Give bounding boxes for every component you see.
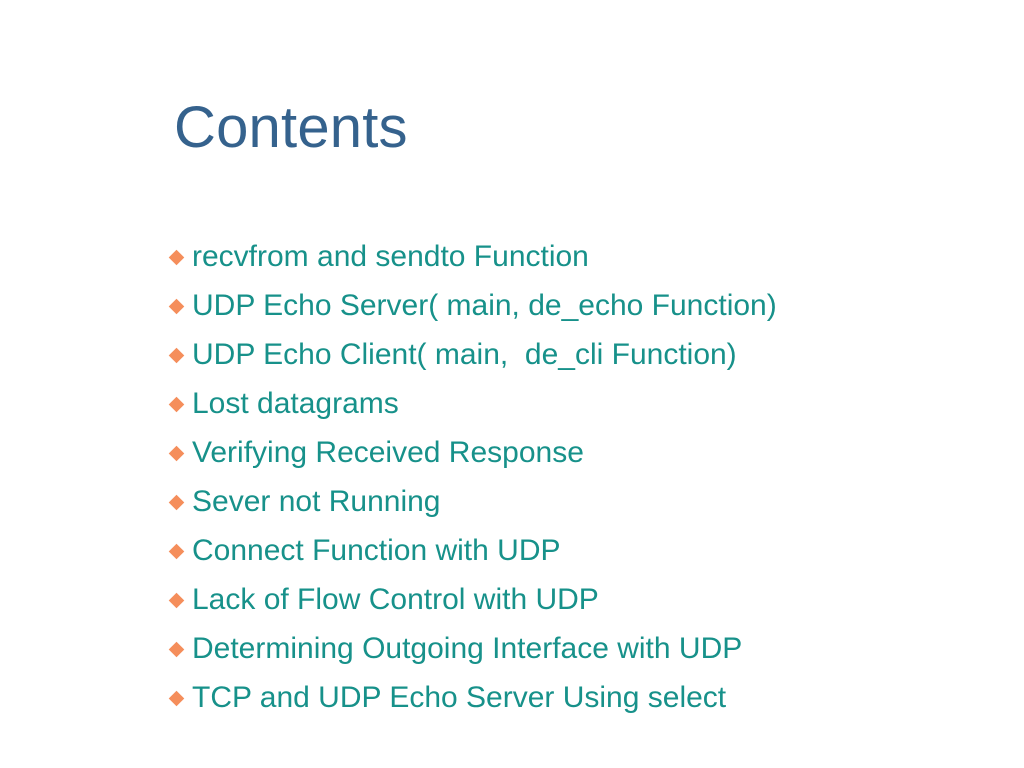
list-item[interactable]: recvfrom and sendto Function: [168, 232, 968, 281]
list-item-label: Verifying Received Response: [192, 435, 584, 469]
contents-bullet-list: recvfrom and sendto Function UDP Echo Se…: [168, 232, 968, 722]
diamond-bullet-icon: [168, 396, 185, 412]
diamond-bullet-icon: [168, 690, 185, 706]
list-item[interactable]: Sever not Running: [168, 477, 968, 526]
list-item[interactable]: Connect Function with UDP: [168, 526, 968, 575]
list-item-label: Connect Function with UDP: [192, 533, 561, 567]
page-title: Contents: [174, 95, 408, 160]
list-item[interactable]: UDP Echo Server( main, de_echo Function): [168, 281, 968, 330]
list-item-label: Determining Outgoing Interface with UDP: [192, 631, 743, 665]
diamond-bullet-icon: [168, 298, 185, 314]
list-item-label: recvfrom and sendto Function: [192, 239, 589, 273]
diamond-bullet-icon: [168, 592, 185, 608]
list-item[interactable]: Lack of Flow Control with UDP: [168, 575, 968, 624]
list-item-label: UDP Echo Server( main, de_echo Function): [192, 288, 777, 322]
list-item-label: Lack of Flow Control with UDP: [192, 582, 599, 616]
diamond-bullet-icon: [168, 641, 185, 657]
diamond-bullet-icon: [168, 494, 185, 510]
diamond-bullet-icon: [168, 543, 185, 559]
list-item[interactable]: Lost datagrams: [168, 379, 968, 428]
list-item-label: TCP and UDP Echo Server Using select: [192, 680, 727, 714]
list-item[interactable]: Verifying Received Response: [168, 428, 968, 477]
list-item[interactable]: UDP Echo Client( main, de_cli Function): [168, 330, 968, 379]
list-item-label: UDP Echo Client( main, de_cli Function): [192, 337, 737, 371]
list-item[interactable]: TCP and UDP Echo Server Using select: [168, 673, 968, 722]
list-item-label: Sever not Running: [192, 484, 441, 518]
diamond-bullet-icon: [168, 445, 185, 461]
list-item[interactable]: Determining Outgoing Interface with UDP: [168, 624, 968, 673]
diamond-bullet-icon: [168, 347, 185, 363]
list-item-label: Lost datagrams: [192, 386, 399, 420]
diamond-bullet-icon: [168, 249, 185, 265]
